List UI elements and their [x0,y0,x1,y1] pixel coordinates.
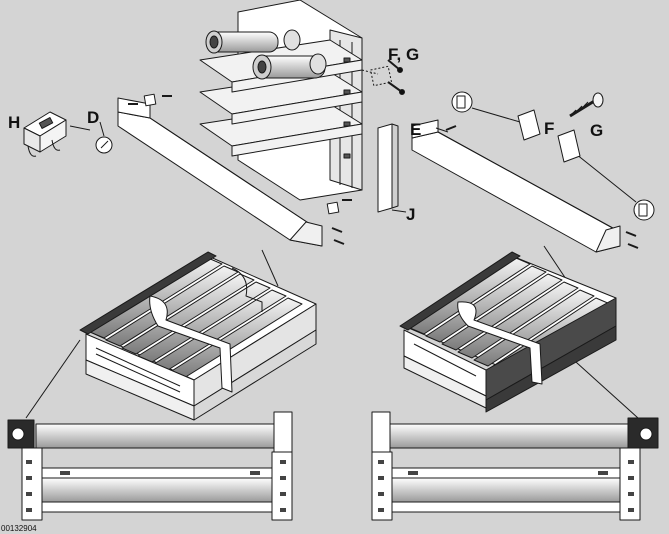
cover-panel-left [95,93,352,247]
end-view-right [371,411,659,521]
side-plate-j [377,123,399,213]
label-d: D [87,108,99,127]
frame-end-assembly [199,0,405,201]
clip-part-h [23,111,67,157]
wood-screw-icon [569,92,604,118]
screw-icon [445,125,639,249]
drawing-code: 00132904 [1,524,37,533]
label-h: H [8,113,20,132]
label-e: E [410,120,421,139]
screw-icon [128,95,352,245]
label-j: J [406,205,415,224]
plate-g [557,129,581,163]
leader-lines [25,121,639,419]
label-f: F [544,119,554,138]
roller-shafts [205,29,327,80]
roller-module-left [79,251,317,421]
roller-module-right [399,251,617,413]
end-view-left [7,411,293,521]
cover-panel-right [411,91,655,253]
label-f-g: F, G [388,45,419,64]
rollers [409,257,611,375]
plate-f [517,109,541,141]
label-g: G [590,121,603,140]
screw-icon [387,59,405,95]
